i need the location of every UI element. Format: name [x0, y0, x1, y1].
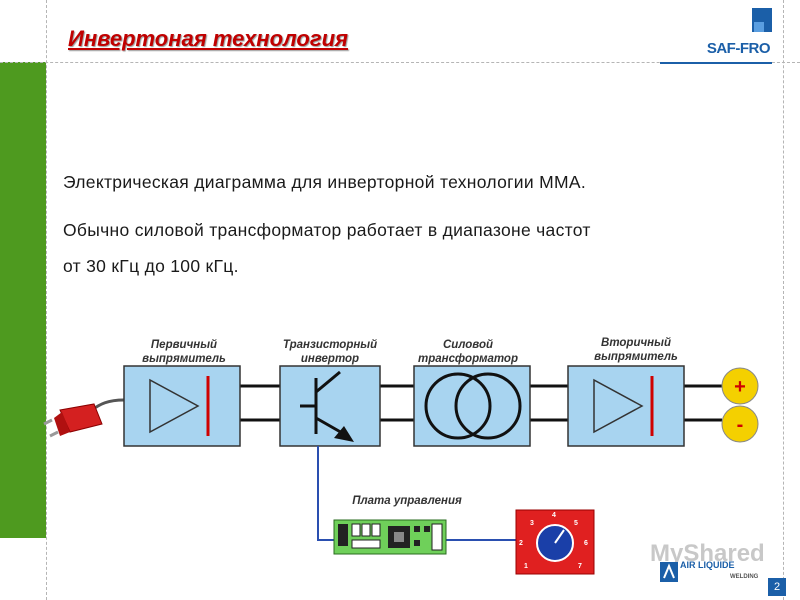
- power-plug-icon: [43, 398, 125, 438]
- label-power-transformer-line1: Силовой: [442, 339, 494, 351]
- plus-sign: +: [734, 376, 746, 398]
- label-primary-rectifier: Первичный выпрямитель: [114, 338, 254, 366]
- page-number: 2: [768, 578, 786, 596]
- dial-mark-1: 1: [524, 563, 528, 570]
- left-accent-bar: [0, 62, 46, 538]
- control-dial-icon: 1 2 3 4 5 6 7: [515, 509, 595, 575]
- air-liquide-mark-icon: [660, 562, 678, 582]
- label-primary-rectifier-line1: Первичный: [150, 339, 218, 351]
- dial-mark-5: 5: [574, 520, 578, 527]
- welding-text: WELDING: [730, 574, 759, 580]
- label-primary-rectifier-line2: выпрямитель: [142, 353, 226, 365]
- logo-underline: [660, 62, 772, 64]
- dial-mark-3: 3: [530, 520, 534, 527]
- negative-terminal: -: [721, 405, 759, 443]
- minus-sign: -: [737, 414, 744, 436]
- label-transistor-inverter: Транзисторный инвертор: [260, 338, 400, 366]
- saf-fro-logo: SAF-FRO: [660, 8, 778, 64]
- control-board-pcb-icon: [333, 519, 447, 555]
- label-power-transformer: Силовой трансформатор: [398, 338, 538, 366]
- label-secondary-rectifier-line2: выпрямитель: [594, 351, 678, 363]
- body-line-1: Электрическая диаграмма для инверторной …: [63, 172, 587, 192]
- body-line-3: от 30 кГц до 100 кГц.: [63, 256, 239, 276]
- logo-text: SAF-FRO: [706, 40, 771, 57]
- label-control-board: Плата управления: [352, 495, 462, 507]
- label-transistor-inverter-line2: инвертор: [300, 353, 360, 365]
- dial-mark-2: 2: [519, 540, 523, 547]
- dc-bus-wires: [240, 384, 722, 422]
- primary-rectifier-block: [123, 365, 241, 447]
- right-guide-line: [783, 0, 784, 600]
- page-title: Инвертоная технология: [68, 26, 348, 51]
- control-wires: [317, 446, 516, 541]
- power-transformer-block: [413, 365, 531, 447]
- header-divider: [0, 62, 800, 63]
- positive-terminal: +: [721, 367, 759, 405]
- dial-mark-6: 6: [584, 540, 588, 547]
- air-liquide-text: AIR LIQUIDE: [680, 560, 735, 570]
- logo-square-accent-icon: [754, 22, 764, 32]
- transistor-inverter-block: [279, 365, 381, 447]
- label-secondary-rectifier: Вторичный выпрямитель: [566, 336, 706, 364]
- dial-mark-4: 4: [552, 512, 556, 519]
- label-power-transformer-line2: трансформатор: [418, 353, 518, 365]
- left-guide-line: [46, 0, 47, 600]
- secondary-rectifier-block: [567, 365, 685, 447]
- label-secondary-rectifier-line1: Вторичный: [601, 337, 671, 349]
- label-transistor-inverter-line1: Транзисторный: [282, 339, 378, 351]
- air-liquide-logo: AIR LIQUIDE WELDING: [658, 558, 758, 586]
- dial-mark-7: 7: [578, 563, 582, 570]
- body-line-2: Обычно силовой трансформатор работает в …: [63, 220, 591, 240]
